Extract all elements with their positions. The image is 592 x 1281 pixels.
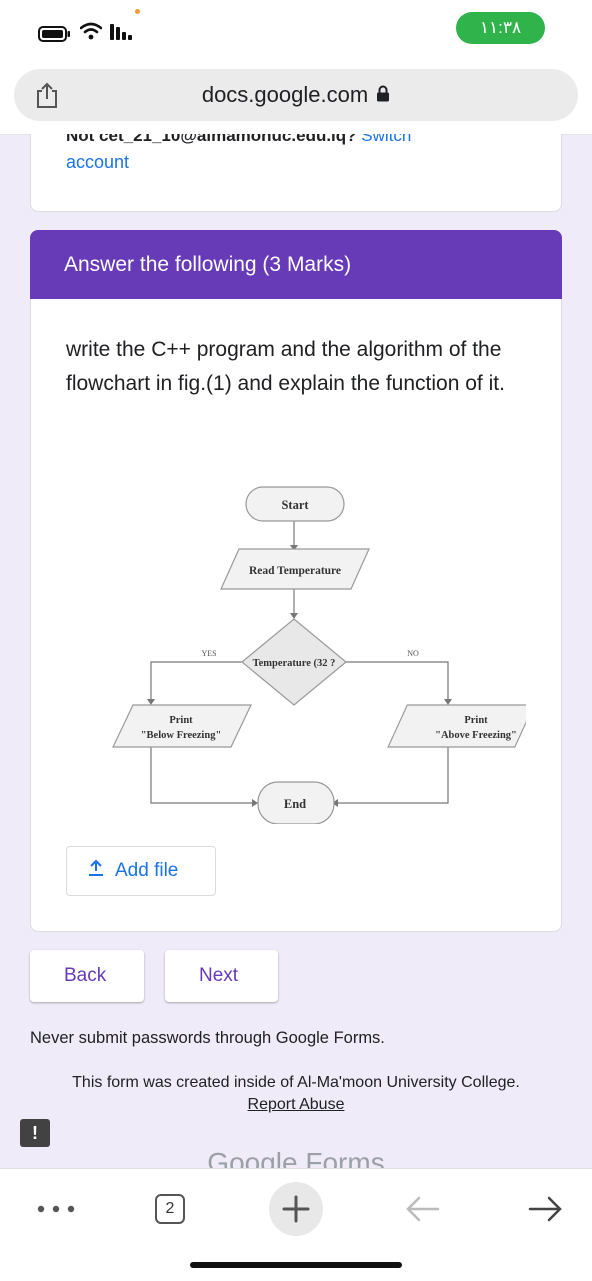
question-card: write the C++ program and the algorithm … [30, 299, 562, 932]
flowchart-no-label: NO [407, 649, 419, 658]
status-bar: ١١:٣٨ [0, 0, 592, 58]
back-button[interactable]: Back [30, 950, 144, 1002]
more-options-icon[interactable] [26, 1179, 86, 1239]
account-card: Not cet_21_10@almamonuc.edu.iq? Switch a… [30, 134, 562, 212]
signal-icon [110, 22, 136, 45]
feedback-icon[interactable]: ! [20, 1119, 50, 1147]
flowchart-print-below-label-1: Print [169, 715, 193, 726]
status-icons [38, 22, 136, 45]
account-email-text: Not cet_21_10@almamonuc.edu.iq? Switch [66, 126, 412, 146]
flowchart-print-below-node [112, 704, 252, 748]
flowchart-decision-label: Temperature (32 ? [253, 658, 336, 669]
flowchart-print-above-label-1: Print [464, 715, 488, 726]
upload-icon [87, 859, 105, 883]
flowchart-read-label: Read Temperature [249, 565, 341, 577]
browser-top-bar: docs.google.com [0, 58, 592, 135]
flowchart-image: Start Read Temperature Temperature (32 ?… [112, 486, 526, 824]
plus-icon [269, 1182, 323, 1236]
form-created-notice: This form was created inside of Al-Ma'mo… [72, 1074, 520, 1091]
status-time: ١١:٣٨ [456, 12, 545, 44]
browser-forward-icon[interactable] [516, 1179, 576, 1239]
lock-icon [376, 82, 390, 108]
flowchart-end-label: End [284, 797, 306, 811]
browser-back-icon[interactable] [392, 1179, 452, 1239]
browser-bottom-toolbar: 2 [0, 1168, 592, 1281]
report-abuse-link[interactable]: Report Abuse [247, 1096, 345, 1113]
flowchart-start-label: Start [281, 498, 309, 512]
url-text: docs.google.com [201, 82, 369, 107]
flowchart-decision-node [241, 618, 347, 706]
flowchart-print-below-label-2: "Below Freezing" [141, 730, 222, 741]
password-warning: Never submit passwords through Google Fo… [30, 1029, 385, 1047]
next-button[interactable]: Next [165, 950, 278, 1002]
tabs-button[interactable]: 2 [140, 1179, 200, 1239]
address-bar[interactable]: docs.google.com [14, 69, 578, 121]
switch-account-link[interactable]: account [66, 152, 130, 172]
add-file-button[interactable]: Add file [66, 846, 216, 896]
section-header: Answer the following (3 Marks) [30, 230, 562, 299]
flowchart-read-node [220, 548, 370, 590]
flowchart-print-above-node [387, 704, 526, 748]
switch-account-link-part[interactable]: Switch [361, 126, 412, 145]
tab-count: 2 [155, 1194, 185, 1224]
flowchart-print-above-label-2: "Above Freezing" [435, 730, 517, 741]
account-email: Not cet_21_10@almamonuc.edu.iq? [66, 126, 357, 145]
flowchart-yes-label: YES [201, 649, 216, 658]
battery-icon [38, 25, 72, 42]
flowchart-end-node [257, 781, 335, 824]
new-tab-button[interactable] [266, 1179, 326, 1239]
google-forms-logo[interactable]: Google Forms [207, 1147, 385, 1168]
home-indicator[interactable] [190, 1262, 402, 1268]
wifi-icon [79, 22, 103, 45]
flowchart-start-node [245, 486, 345, 522]
question-text: write the C++ program and the algorithm … [66, 338, 505, 395]
url-display[interactable]: docs.google.com [14, 69, 578, 121]
privacy-indicator-dot [135, 9, 140, 14]
share-icon[interactable] [34, 81, 60, 109]
section-title: Answer the following (3 Marks) [64, 252, 352, 276]
add-file-label: Add file [115, 860, 179, 881]
